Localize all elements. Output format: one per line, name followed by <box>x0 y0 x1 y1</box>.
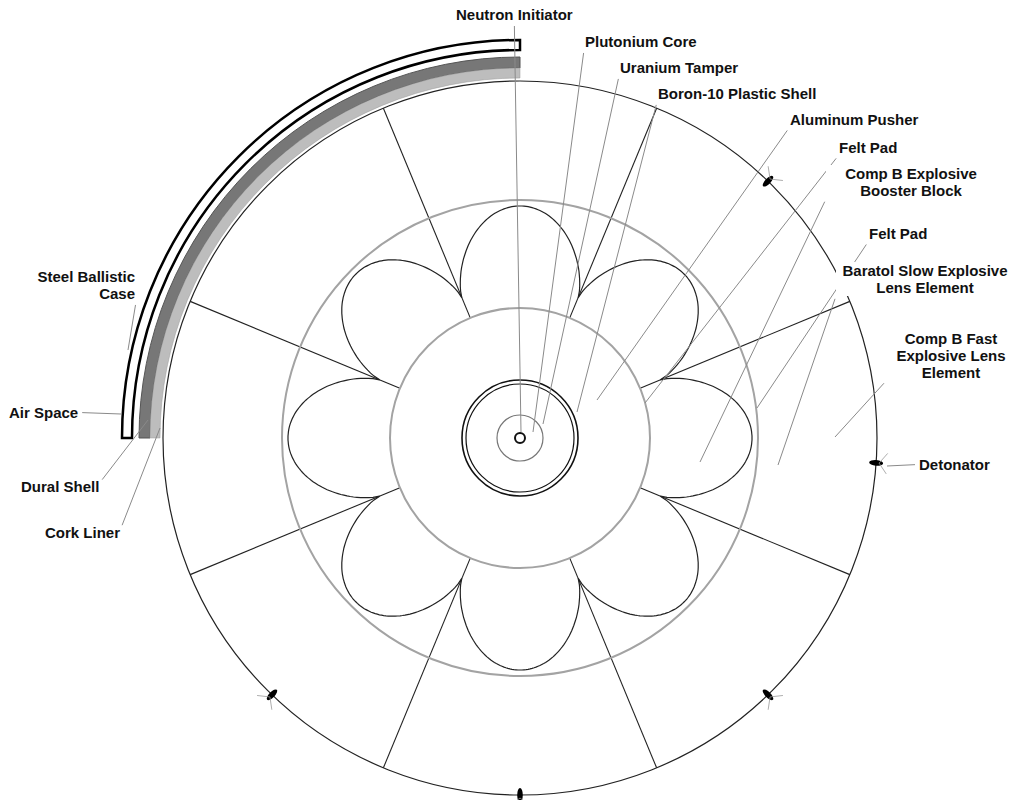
leader-line <box>128 305 136 350</box>
part-label: Detonator <box>918 456 991 473</box>
lens-divider <box>383 108 470 318</box>
label-holder: Neutron Initiator <box>455 6 574 24</box>
label-holder: Plutonium Core <box>584 33 698 51</box>
detonator-wire <box>270 697 272 710</box>
part-label: Felt Pad <box>868 225 928 242</box>
steel-case <box>122 40 520 438</box>
part-label: Comp B Fast Explosive Lens Element <box>886 330 1016 381</box>
leader-line <box>887 465 915 466</box>
detonator-wire <box>879 453 888 463</box>
leader-line <box>645 158 836 403</box>
part-label: Dural Shell <box>20 478 100 495</box>
felt-pad-outer <box>282 200 758 676</box>
part-label: Neutron Initiator <box>455 6 574 23</box>
detonator-wire <box>257 695 270 696</box>
neutron-initiator <box>515 433 525 443</box>
label-holder: Felt Pad <box>838 139 898 157</box>
dural-shell <box>139 57 520 438</box>
detonator-symbol <box>761 688 775 702</box>
leader-line <box>835 383 884 437</box>
lens-divider <box>640 301 850 388</box>
leader-line <box>700 202 825 462</box>
label-holder: Baratol Slow Explosive Lens Element <box>836 262 1014 297</box>
leader-line <box>514 26 521 432</box>
detonator-wire <box>768 166 770 179</box>
leader-line <box>82 413 121 414</box>
label-holder: Boron-10 Plastic Shell <box>657 85 817 103</box>
leader-line <box>778 299 835 465</box>
part-label: Boron-10 Plastic Shell <box>657 85 817 102</box>
detonator-wire <box>879 463 886 474</box>
leader-line <box>597 130 787 400</box>
part-label: Steel Ballistic Case <box>36 268 136 302</box>
lens-divider <box>190 301 400 388</box>
part-label: Comp B Explosive Booster Block <box>826 165 996 199</box>
lens-divider <box>190 488 400 575</box>
detonator-wire <box>510 798 520 800</box>
detonator-wire <box>520 798 530 800</box>
leader-line <box>533 53 584 432</box>
detonator-wire <box>770 179 783 180</box>
part-label: Baratol Slow Explosive Lens Element <box>836 262 1014 296</box>
label-holder: Air Space <box>8 404 79 422</box>
label-holder: Dural Shell <box>20 478 100 496</box>
label-holder: Comp B Fast Explosive Lens Element <box>886 330 1016 382</box>
leader-line <box>543 79 618 424</box>
label-holder: Detonator <box>918 456 991 474</box>
detonators <box>257 166 888 800</box>
part-label: Air Space <box>8 404 79 421</box>
label-holder: Cork Liner <box>44 524 121 542</box>
detonator-wire <box>770 695 783 696</box>
lens-divider <box>640 488 850 575</box>
label-holder: Comp B Explosive Booster Block <box>826 165 996 200</box>
part-label: Cork Liner <box>44 524 121 541</box>
label-holder: Felt Pad <box>868 225 928 243</box>
uranium-tamper <box>497 415 543 461</box>
outer-lens-boundary <box>163 81 877 795</box>
label-holder: Aluminum Pusher <box>789 111 919 129</box>
part-label: Felt Pad <box>838 139 898 156</box>
lens-divider <box>570 558 657 768</box>
part-label: Plutonium Core <box>584 33 698 50</box>
detonator-symbol <box>265 688 279 702</box>
leader-line <box>122 428 160 525</box>
label-holder: Uranium Tamper <box>619 59 739 77</box>
lens-divider <box>570 108 657 318</box>
lens-divider <box>383 558 470 768</box>
part-label: Uranium Tamper <box>619 59 739 76</box>
lens-dividers <box>190 108 850 768</box>
slow-lens-boundary <box>288 206 752 670</box>
leader-line <box>102 420 148 480</box>
cork-liner <box>150 68 520 438</box>
label-holder: Steel Ballistic Case <box>36 268 136 303</box>
detonator-wire <box>768 697 770 710</box>
detonator-symbol <box>761 174 775 188</box>
part-label: Aluminum Pusher <box>789 111 919 128</box>
leader-line <box>577 105 656 412</box>
